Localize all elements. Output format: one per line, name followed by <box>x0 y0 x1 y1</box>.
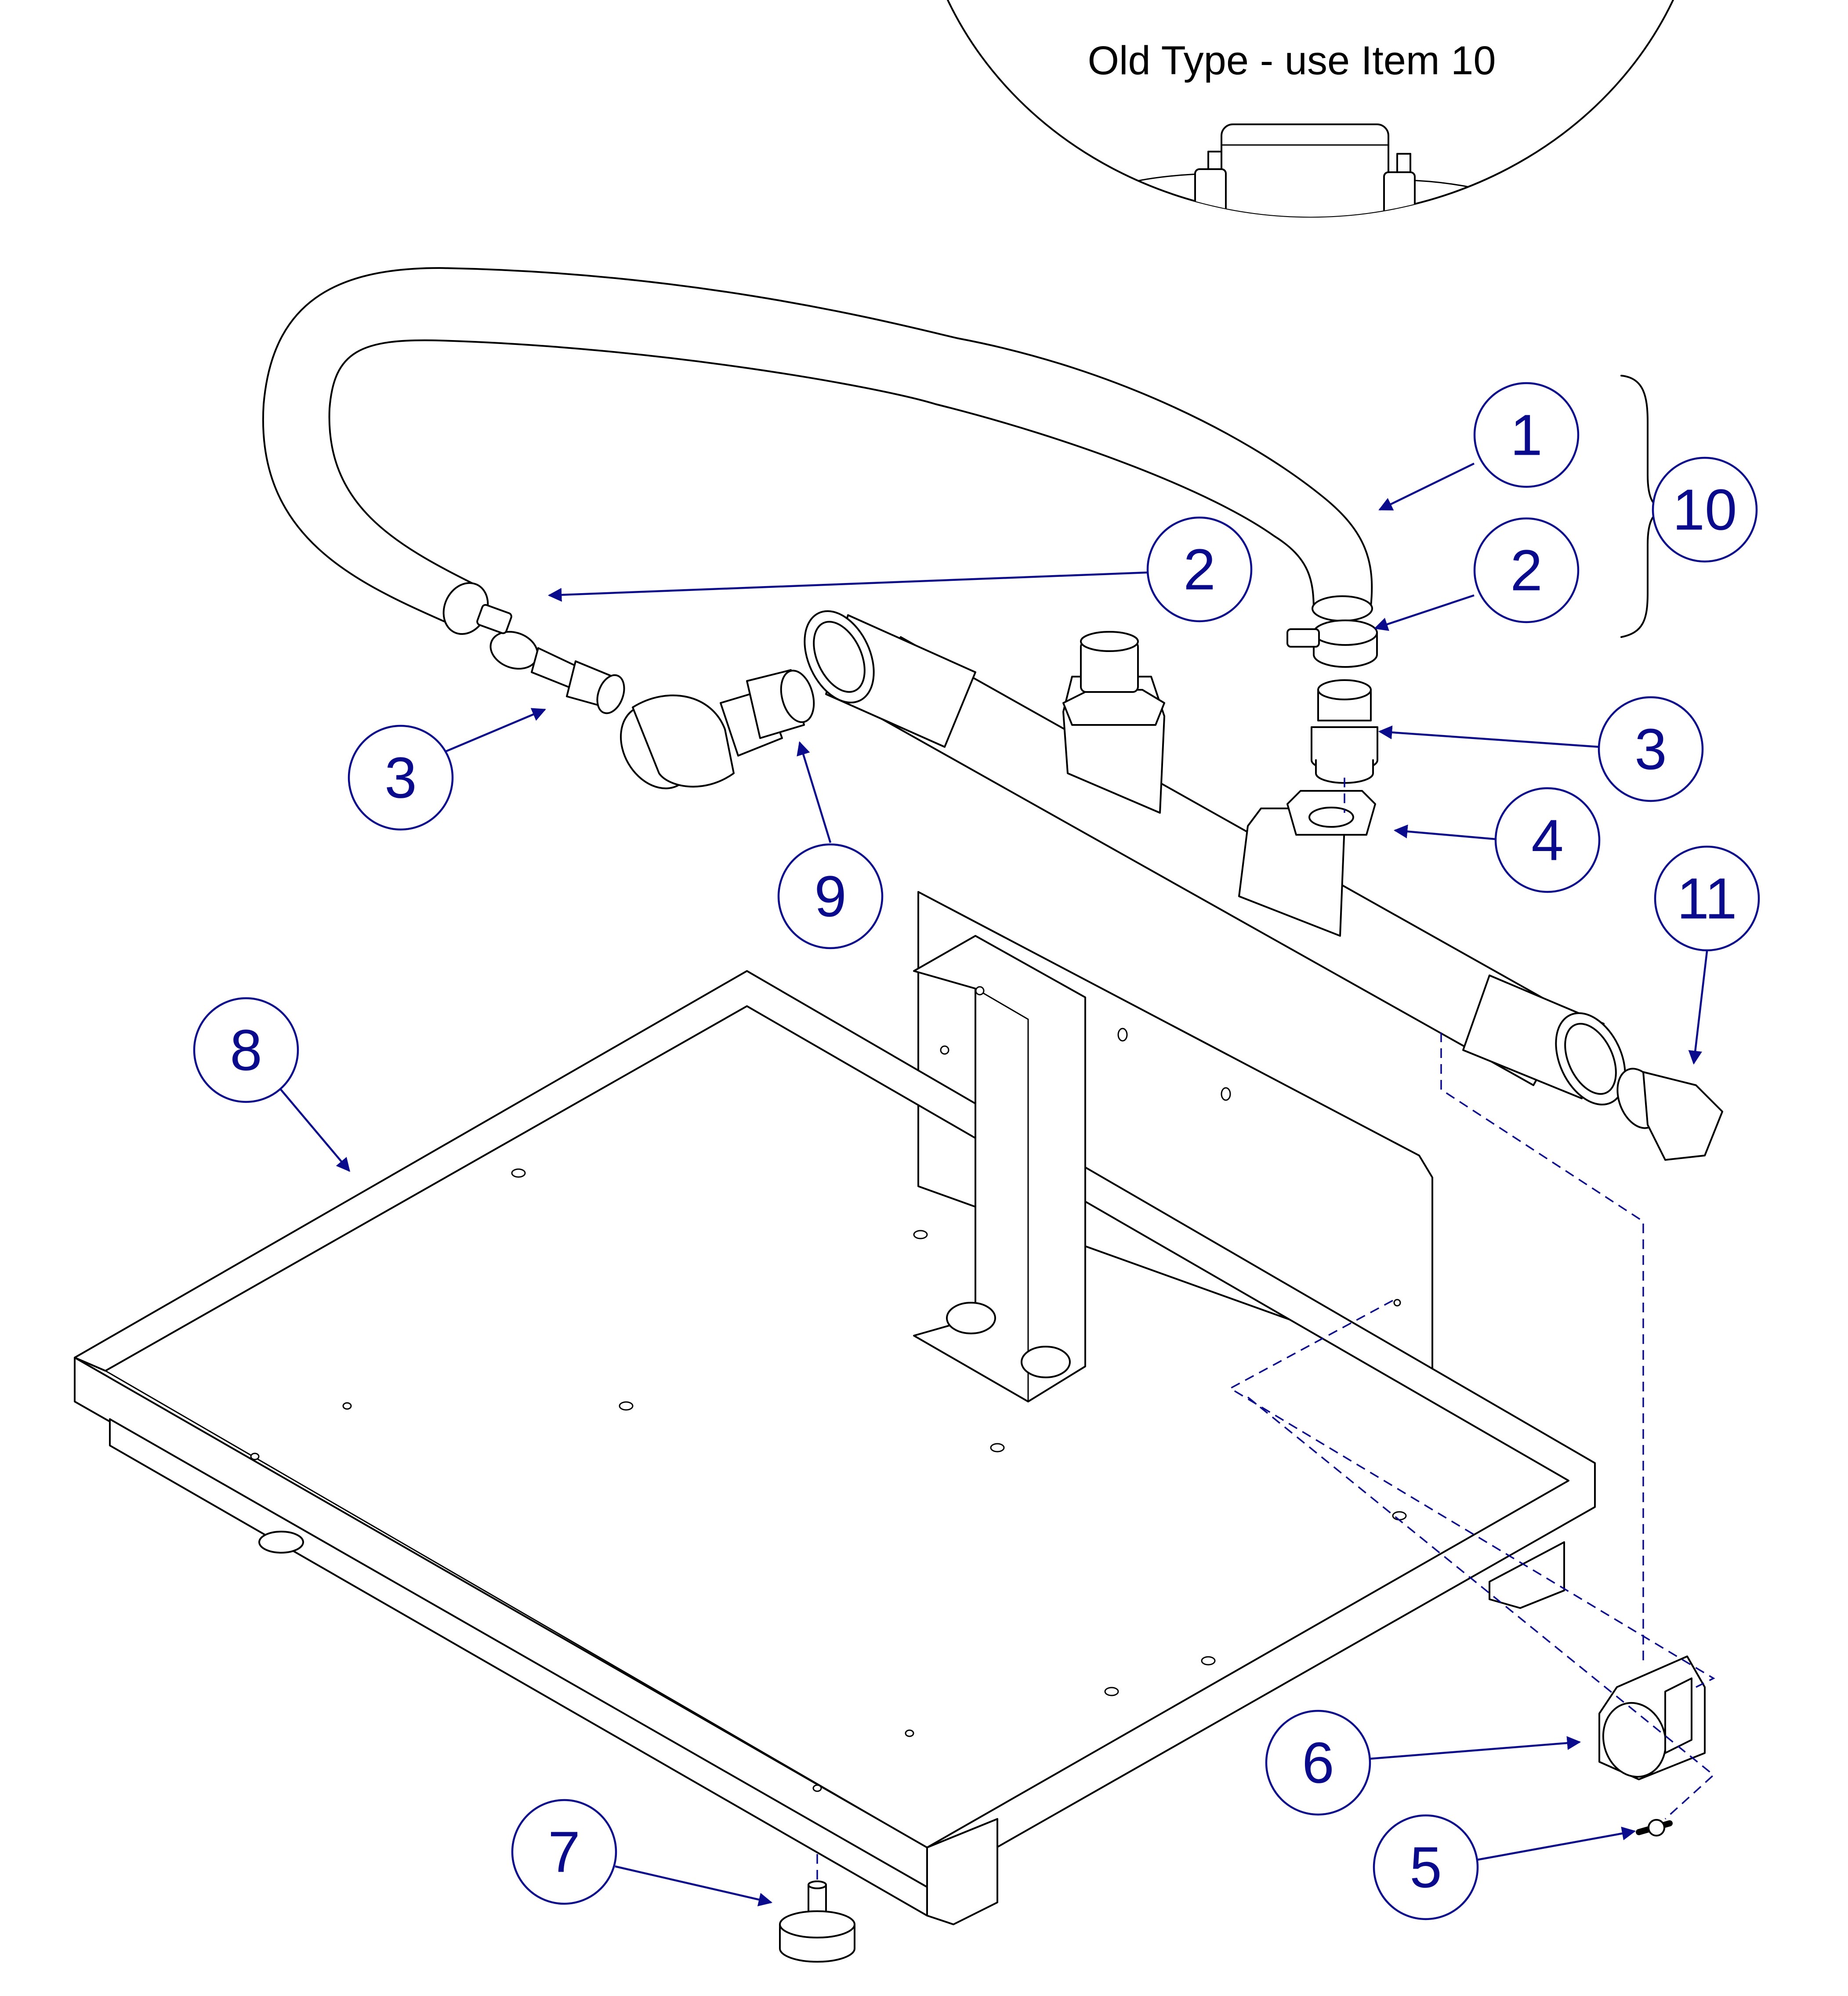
callout-11: 11 <box>1654 845 1760 952</box>
hose-barb-right <box>1311 679 1378 784</box>
hose-clamp-left <box>476 604 539 670</box>
svg-text:2: 2 <box>1183 537 1215 602</box>
svg-text:5: 5 <box>1410 1835 1442 1900</box>
callout-9: 9 <box>777 843 884 949</box>
hose-clamp-right <box>1286 619 1378 668</box>
callout-6: 6 <box>1265 1710 1371 1816</box>
callout-5: 5 <box>1373 1814 1479 1920</box>
screw <box>1636 1819 1673 1837</box>
base-plate-assembly <box>74 891 1596 1925</box>
pipe-clip <box>1598 1655 1706 1780</box>
svg-text:10: 10 <box>1673 478 1737 542</box>
svg-text:3: 3 <box>1634 717 1667 782</box>
callout-3-left: 3 <box>348 725 454 831</box>
svg-text:3: 3 <box>384 746 417 810</box>
svg-text:7: 7 <box>548 1820 580 1884</box>
callout-2-right: 2 <box>1473 517 1580 623</box>
svg-text:1: 1 <box>1510 403 1542 467</box>
manifold-pipe-assembly <box>804 610 1626 1105</box>
callout-1: 1 <box>1473 382 1580 488</box>
callout-4: 4 <box>1494 787 1601 893</box>
callout-2-left: 2 <box>1146 516 1253 623</box>
leveling-foot <box>779 1880 855 1963</box>
svg-text:4: 4 <box>1531 808 1563 873</box>
elbow-fitting <box>620 669 815 790</box>
assembly-center-lines <box>816 778 1715 1880</box>
svg-text:11: 11 <box>1677 866 1737 931</box>
callout-7: 7 <box>511 1799 617 1905</box>
svg-text:6: 6 <box>1302 1731 1334 1795</box>
detail-view-old-type: Old Type - use Item 10 <box>947 0 1674 218</box>
end-plug <box>1616 1068 1723 1161</box>
svg-text:2: 2 <box>1510 538 1542 603</box>
hose-barb-left <box>531 647 625 714</box>
tray-holes <box>250 986 1407 1792</box>
svg-text:9: 9 <box>814 864 846 929</box>
leader-lines <box>278 462 1708 1906</box>
svg-text:8: 8 <box>230 1018 262 1083</box>
detail-view-note: Old Type - use Item 10 <box>1088 38 1496 83</box>
callout-10: 10 <box>1652 456 1758 563</box>
callout-3-right: 3 <box>1598 696 1704 802</box>
callout-8: 8 <box>193 997 299 1103</box>
old-type-hose-assembly <box>1040 123 1604 217</box>
